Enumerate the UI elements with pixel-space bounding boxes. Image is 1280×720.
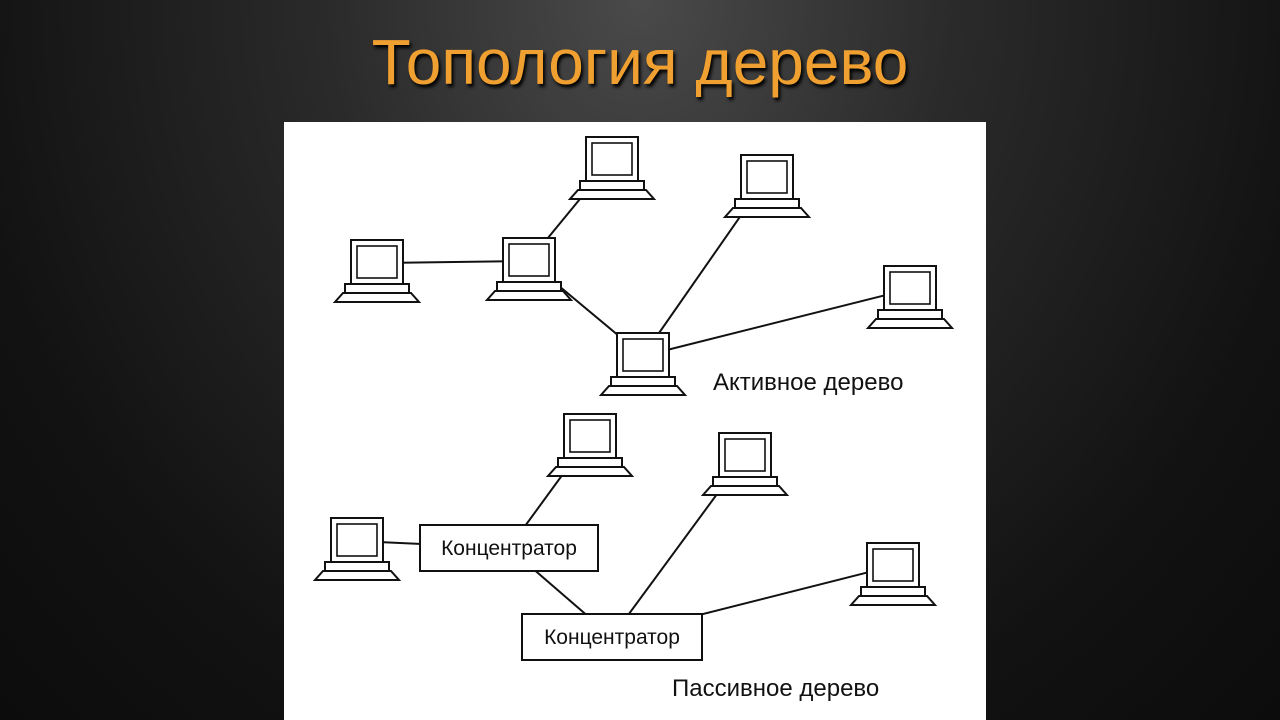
screen [622,338,664,372]
system-unit [496,281,562,292]
system-unit [324,561,390,572]
screen [746,160,788,194]
screen [356,245,398,279]
passive-hub-h2: Концентратор [521,613,703,661]
keyboard [598,385,688,396]
nodes-layer [312,136,955,606]
system-unit [877,309,943,320]
active-computer-a4 [484,237,574,301]
keyboard [332,292,422,303]
keyboard [865,318,955,329]
system-unit [579,180,645,191]
keyboard [312,570,402,581]
passive-computer-p1 [545,413,635,477]
hub-box [521,613,703,661]
screen [872,548,914,582]
keyboard [484,290,574,301]
screen [724,438,766,472]
system-unit [734,198,800,209]
screen [591,142,633,176]
screen [569,419,611,453]
passive-hub-h1: Концентратор [419,524,599,572]
hub-box [419,524,599,572]
keyboard [567,189,657,200]
system-unit [344,283,410,294]
keyboard [545,466,635,477]
hub-label: Концентратор [441,537,577,560]
active-computer-a6 [598,332,688,396]
system-unit [860,586,926,597]
screen [889,271,931,305]
active-computer-a1 [567,136,657,200]
system-unit [712,476,778,487]
keyboard [848,595,938,606]
system-unit [557,457,623,468]
passive-computer-p4 [848,542,938,606]
keyboard [700,485,790,496]
active-computer-a5 [865,265,955,329]
active-link-a5-a6 [642,288,911,357]
screen [336,523,378,557]
active-computer-a2 [722,154,812,218]
active-computer-a3 [332,239,422,303]
slide-title: Топология дерево [371,26,909,98]
active-tree-caption: Активное дерево [713,369,903,396]
keyboard [722,207,812,218]
screen [508,243,550,277]
passive-computer-p2 [700,432,790,496]
system-unit [610,376,676,387]
passive-computer-p3 [312,517,402,581]
passive-tree-caption: Пассивное дерево [672,675,879,702]
hub-label: Концентратор [544,626,680,649]
